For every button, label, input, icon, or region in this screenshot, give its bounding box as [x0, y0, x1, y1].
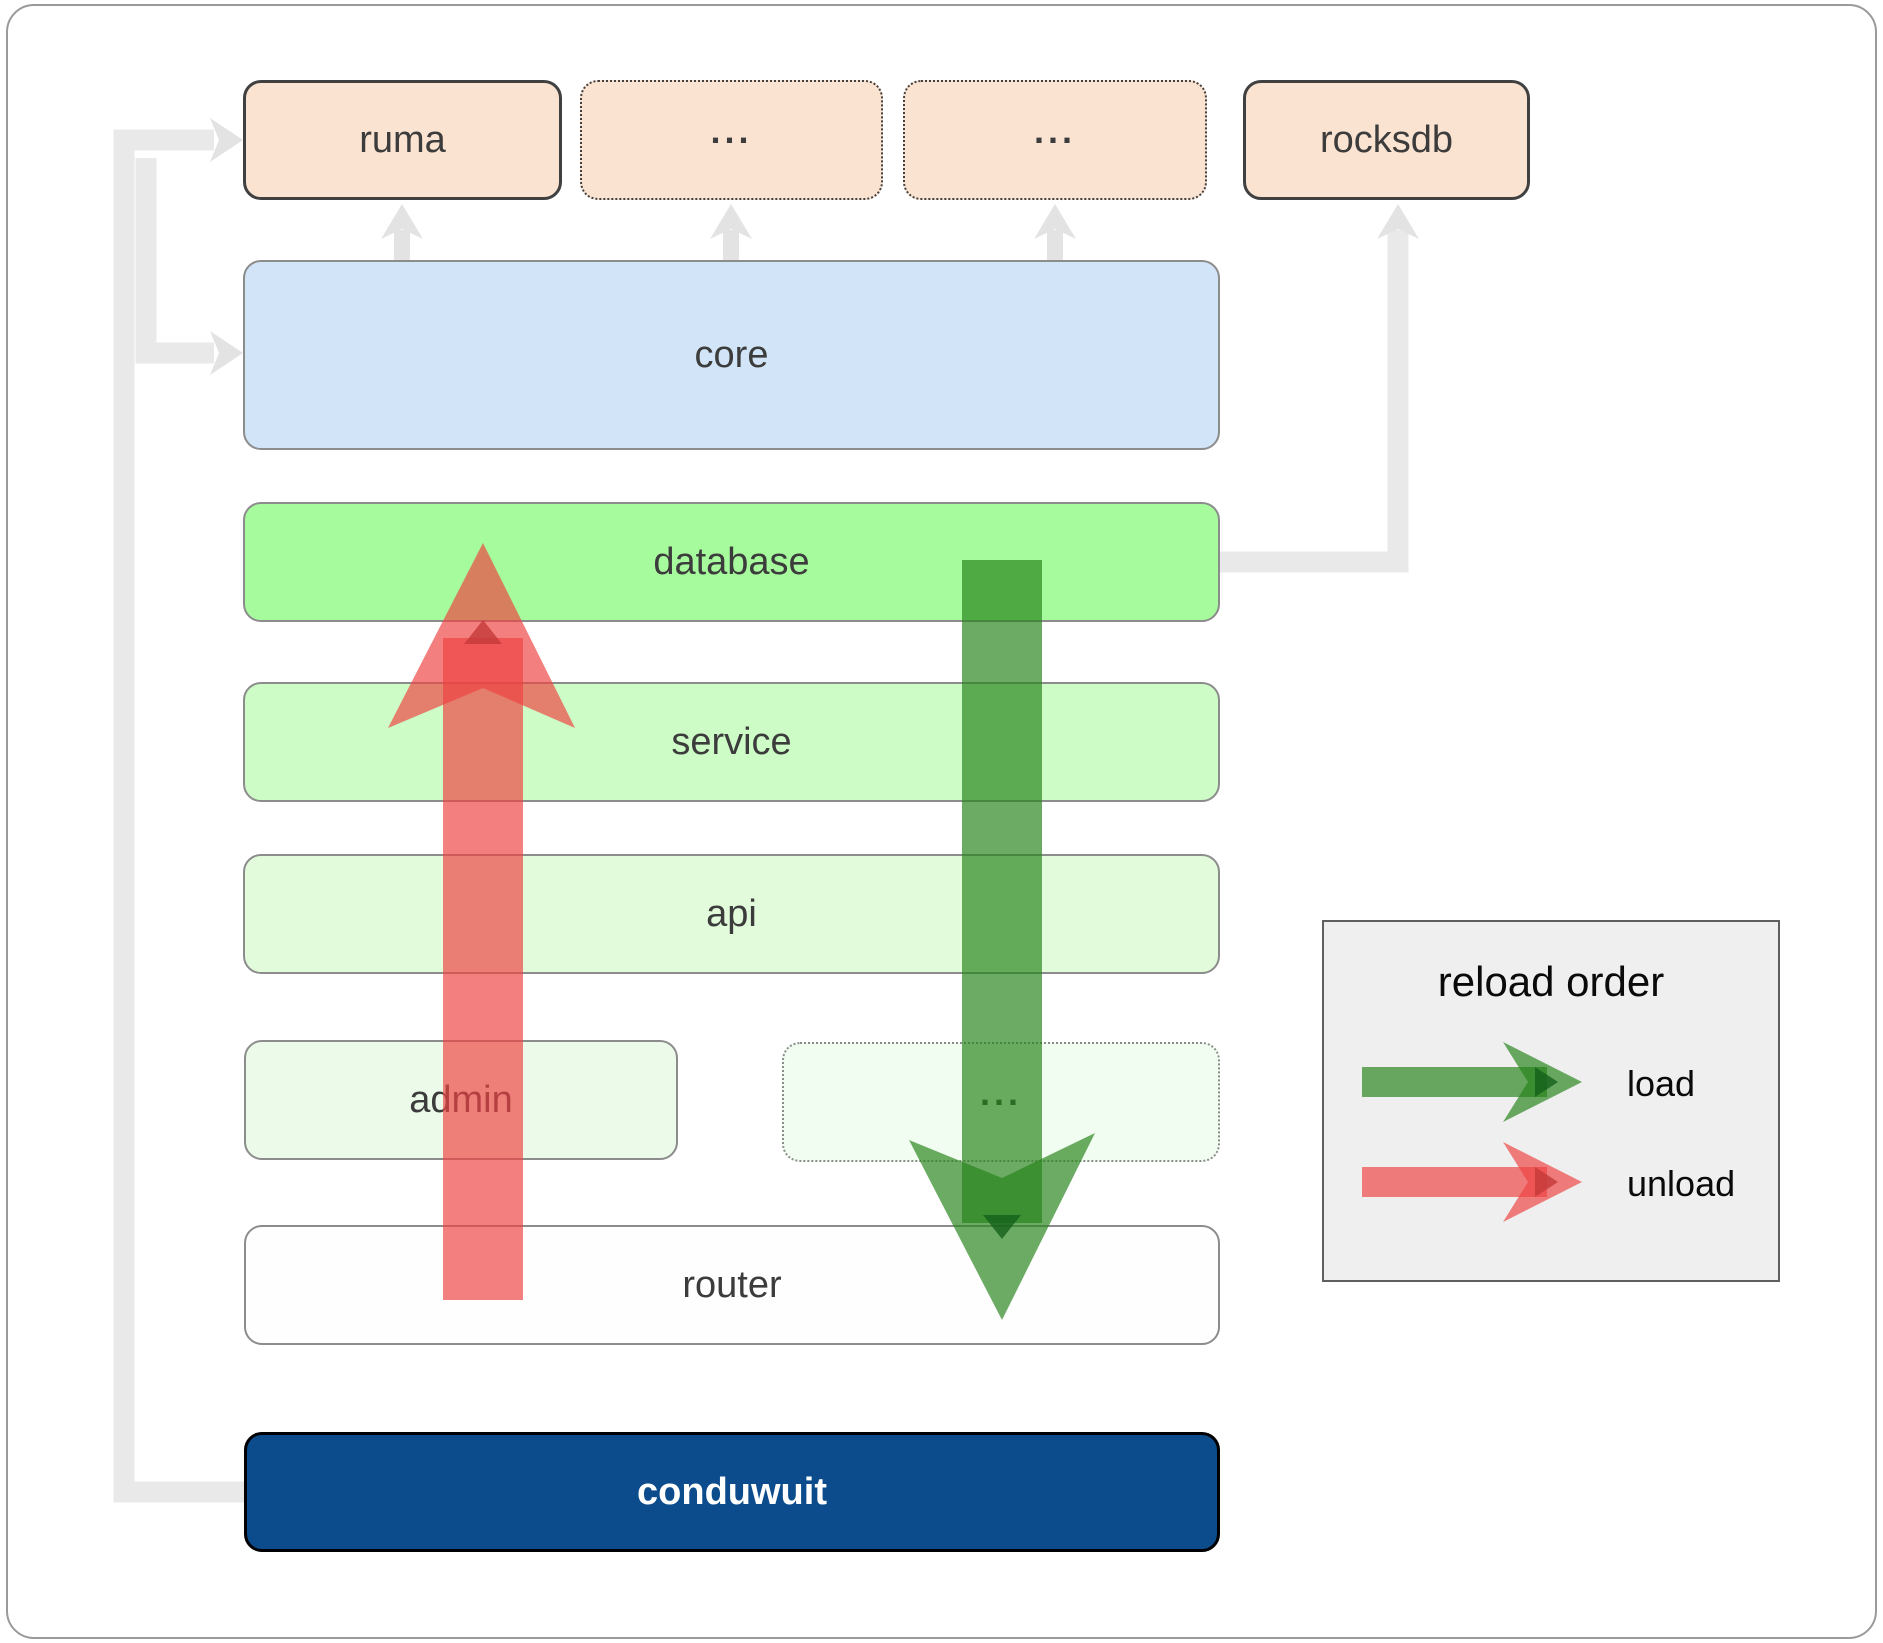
node-ruma-label: ruma	[359, 118, 446, 161]
node-conduwuit: conduwuit	[244, 1432, 1220, 1552]
node-ellipsis-1: ...	[580, 80, 883, 200]
node-rocksdb-label: rocksdb	[1319, 118, 1454, 161]
node-service-label: service	[671, 720, 792, 763]
node-api-label: api	[706, 892, 757, 935]
node-admin-label: admin	[409, 1078, 513, 1121]
node-ellipsis-2: ...	[903, 80, 1207, 200]
node-api: api	[243, 854, 1220, 974]
node-database-label: database	[653, 540, 810, 583]
node-conduwuit-label: conduwuit	[637, 1470, 827, 1513]
legend-title: reload order	[1437, 958, 1665, 1005]
legend-load-label: load	[1627, 1063, 1696, 1104]
node-router-label: router	[682, 1263, 782, 1306]
node-ellipsis-2-label: ...	[1033, 109, 1076, 151]
node-core: core	[243, 260, 1220, 450]
node-rocksdb: rocksdb	[1243, 80, 1530, 200]
diagram-frame	[6, 4, 1877, 1639]
node-ellipsis-1-label: ...	[710, 109, 753, 151]
node-ellipsis-3-label: ...	[979, 1071, 1022, 1113]
legend-reload-order: reload order load unload	[1322, 920, 1780, 1282]
legend-unload-label: unload	[1627, 1163, 1736, 1204]
node-database: database	[243, 502, 1220, 622]
node-router: router	[244, 1225, 1220, 1345]
node-core-label: core	[694, 333, 769, 376]
node-admin: admin	[244, 1040, 678, 1160]
node-service: service	[243, 682, 1220, 802]
node-ruma: ruma	[243, 80, 562, 200]
node-ellipsis-3: ...	[782, 1042, 1220, 1162]
